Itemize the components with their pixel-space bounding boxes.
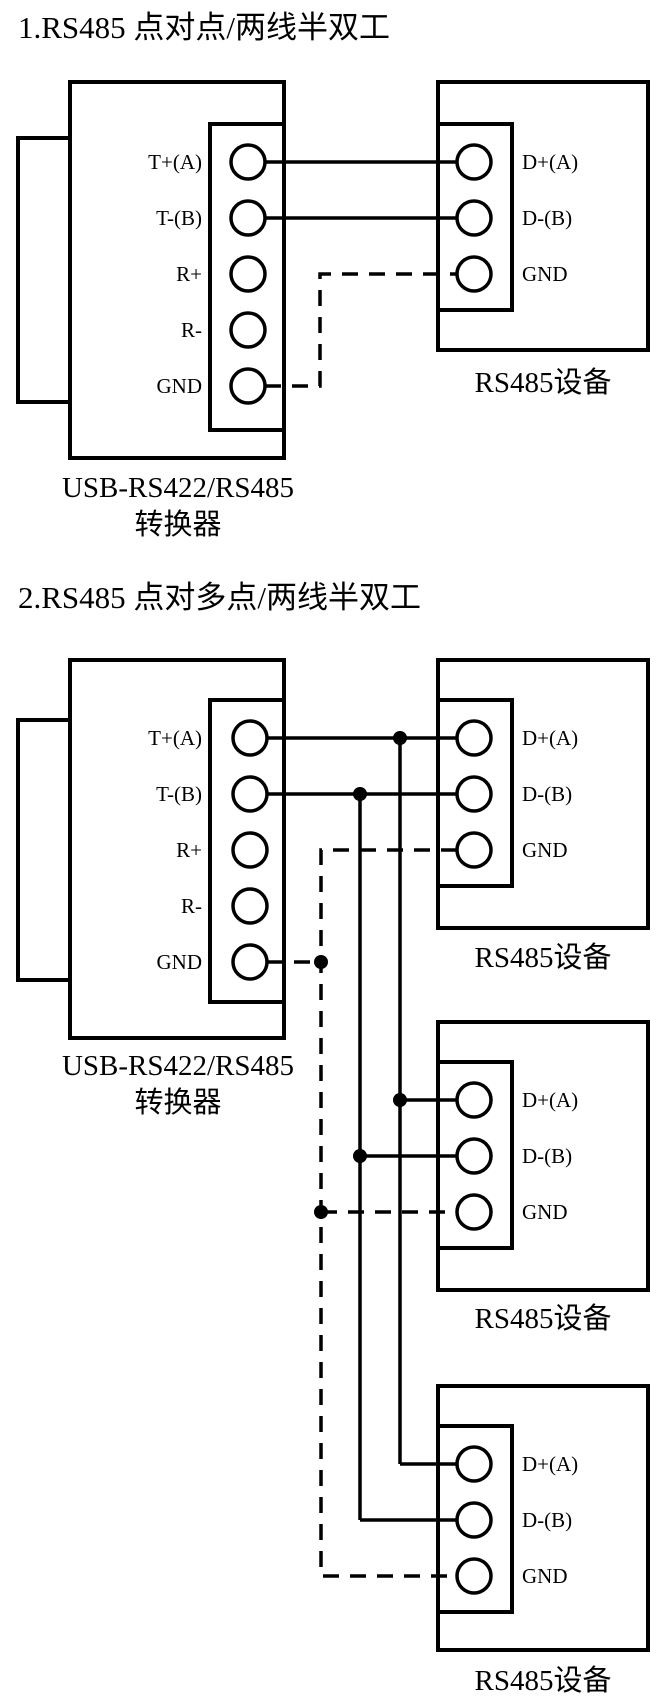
terminal-t-plus: [231, 719, 269, 757]
device-label: RS485设备: [475, 366, 612, 399]
terminal-t-minus: [229, 199, 267, 237]
device-pin-label-d-plus: D+(A): [522, 1452, 578, 1476]
device-label: RS485设备: [475, 1302, 612, 1335]
device-pin-label-gnd: GND: [522, 1200, 568, 1224]
converter-terminal-block: [208, 698, 286, 1004]
converter-label: USB-RS422/RS485: [62, 472, 294, 504]
section2-title: 2.RS485 点对多点/两线半双工: [18, 580, 421, 615]
pin-label-t-plus: T+(A): [148, 150, 202, 174]
device-terminal-d-minus: [455, 775, 493, 813]
device-pin-label-d-plus: D+(A): [522, 150, 578, 174]
junction-dot: [314, 955, 328, 969]
device-terminal-gnd: [455, 831, 493, 869]
terminal-r-plus: [231, 831, 269, 869]
device-terminal-d-plus: [455, 1445, 493, 1483]
section1-title: 1.RS485 点对点/两线半双工: [18, 10, 390, 45]
device-terminal-d-plus: [455, 1081, 493, 1119]
device-pin-label-d-minus: D-(B): [522, 206, 572, 230]
terminal-t-minus: [231, 775, 269, 813]
device-pin-label-d-minus: D-(B): [522, 1144, 572, 1168]
pin-label-t-minus: T-(B): [156, 782, 202, 806]
device-pin-label-d-minus: D-(B): [522, 782, 572, 806]
device-pin-label-d-plus: D+(A): [522, 1088, 578, 1112]
usb-connector-body: [16, 136, 72, 404]
junction-dot: [393, 1093, 407, 1107]
converter-label-cn: 转换器: [134, 508, 221, 541]
section2-device-2: D+(A) D-(B) GND RS485设备: [436, 1020, 650, 1335]
device-terminal-d-plus: [455, 143, 493, 181]
pin-label-r-plus: R+: [176, 838, 202, 862]
pin-label-r-plus: R+: [176, 262, 202, 286]
junction-dot: [314, 1205, 328, 1219]
terminal-r-minus: [231, 887, 269, 925]
device-terminal-d-plus: [455, 719, 493, 757]
terminal-gnd: [231, 943, 269, 981]
section2-converter: T+(A) T-(B) R+ R- GND USB-RS422/RS485 转换…: [16, 658, 294, 1119]
section1-converter: T+(A) T-(B) R+ R- GND USB-RS422/RS485 转换…: [16, 80, 294, 541]
converter-label: USB-RS422/RS485: [62, 1050, 294, 1082]
device-terminal-d-minus: [455, 199, 493, 237]
device-terminal-gnd: [455, 1193, 493, 1231]
terminal-gnd: [229, 367, 267, 405]
junction-dot: [353, 787, 367, 801]
pin-label-gnd: GND: [157, 950, 203, 974]
pin-label-r-minus: R-: [181, 318, 202, 342]
pin-label-t-plus: T+(A): [148, 726, 202, 750]
device-pin-label-gnd: GND: [522, 1564, 568, 1588]
terminal-r-plus: [229, 255, 267, 293]
pin-label-gnd: GND: [157, 374, 203, 398]
device-terminal-gnd: [455, 1557, 493, 1595]
device-pin-label-d-minus: D-(B): [522, 1508, 572, 1532]
junction-dot: [393, 731, 407, 745]
device-terminal-d-minus: [455, 1137, 493, 1175]
section1-device: D+(A) D-(B) GND RS485设备: [436, 80, 650, 399]
converter-label-cn: 转换器: [134, 1086, 221, 1119]
converter-terminal-block: [208, 122, 286, 432]
device-pin-label-gnd: GND: [522, 262, 568, 286]
device-pin-label-gnd: GND: [522, 838, 568, 862]
device-label: RS485设备: [475, 941, 612, 974]
section2-device-1: D+(A) D-(B) GND RS485设备: [436, 658, 650, 974]
pin-label-r-minus: R-: [181, 894, 202, 918]
device-pin-label-d-plus: D+(A): [522, 726, 578, 750]
wire-gnd: [265, 272, 457, 388]
device-label: RS485设备: [475, 1664, 612, 1697]
device-terminal-d-minus: [455, 1501, 493, 1539]
device-terminal-gnd: [455, 255, 493, 293]
usb-connector-body: [16, 718, 72, 982]
terminal-t-plus: [229, 143, 267, 181]
section2-device-3: D+(A) D-(B) GND RS485设备: [436, 1384, 650, 1697]
terminal-r-minus: [229, 311, 267, 349]
pin-label-t-minus: T-(B): [156, 206, 202, 230]
junction-dot: [353, 1149, 367, 1163]
